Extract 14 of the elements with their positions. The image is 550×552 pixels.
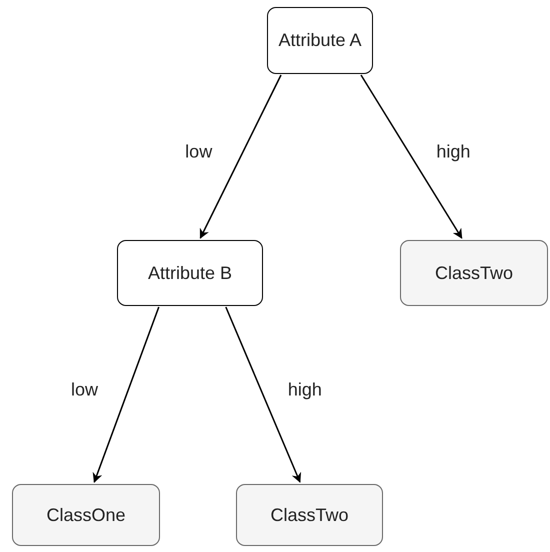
class-leaf-box xyxy=(12,484,160,546)
node-label: ClassTwo xyxy=(434,262,514,284)
node-label: ClassOne xyxy=(46,504,126,526)
arrow xyxy=(225,306,302,483)
arrow xyxy=(360,74,462,239)
node-label: Attribute B xyxy=(148,262,232,284)
decision-node xyxy=(267,7,373,74)
class-leaf-box xyxy=(400,240,548,306)
decision-node xyxy=(117,240,263,306)
node-label: ClassTwo xyxy=(270,504,349,526)
class-leaf-box xyxy=(236,484,383,546)
node-label: Attribute A xyxy=(278,30,362,51)
arrow xyxy=(200,74,282,239)
arrow xyxy=(92,306,160,483)
